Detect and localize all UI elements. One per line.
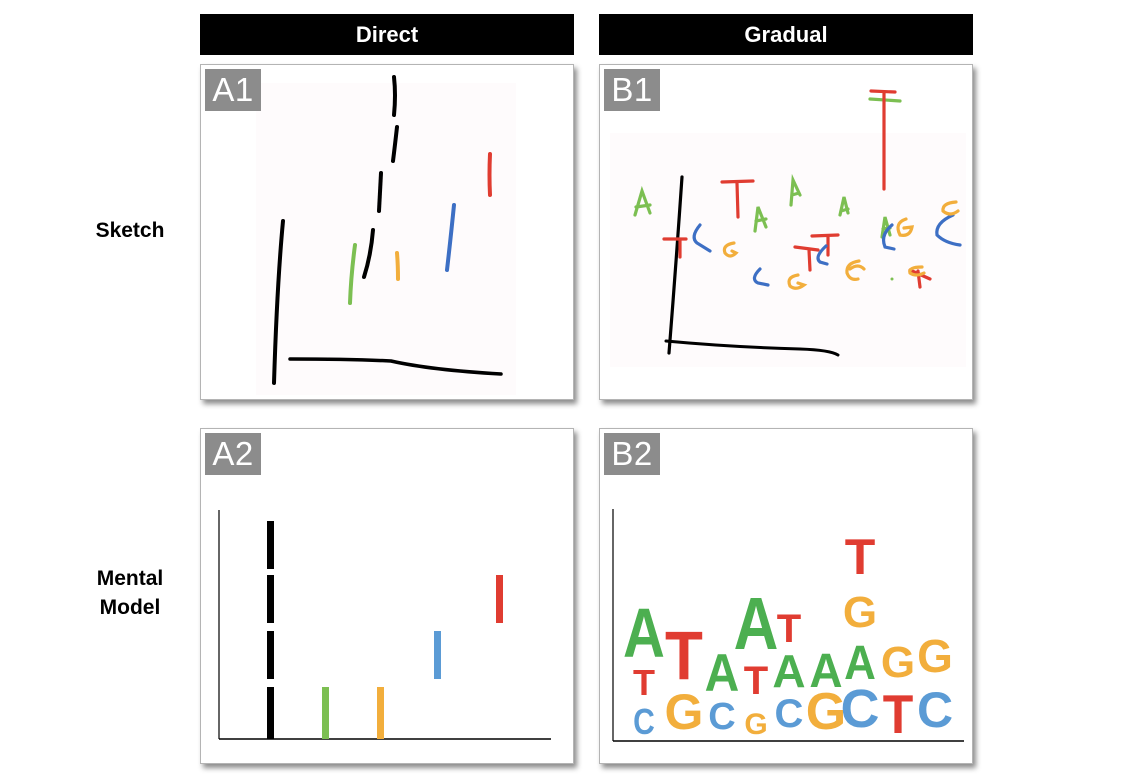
- svg-text:T: T: [845, 529, 876, 585]
- sketch-bar-chart: [256, 75, 516, 395]
- svg-text:T: T: [777, 607, 801, 651]
- svg-text:A: A: [844, 635, 876, 689]
- bar-segments-chart: [218, 510, 551, 740]
- svg-text:G: G: [881, 638, 915, 687]
- row-label-line-2: Model: [99, 596, 161, 619]
- svg-text:C: C: [917, 682, 953, 738]
- panel-b2-mental-model: C T A G T C A G T A C A T G A C A G T: [599, 428, 973, 764]
- sequence-logo: C T A G T C A G T A C A T G A C A G T: [612, 509, 964, 746]
- column-header-direct: Direct: [200, 14, 574, 55]
- panel-tag: B1: [604, 69, 660, 111]
- svg-text:A: A: [734, 582, 779, 666]
- svg-text:A: A: [623, 594, 665, 672]
- panel-a2-mental-model: A2: [200, 428, 574, 764]
- panel-b1-sketch: B1: [599, 64, 973, 400]
- column-header-gradual: Gradual: [599, 14, 973, 55]
- svg-text:A: A: [772, 645, 805, 697]
- svg-text:G: G: [665, 684, 704, 740]
- row-label-line-1: Mental: [96, 567, 164, 590]
- panel-tag: A1: [205, 69, 261, 111]
- panel-a1-sketch: A1: [200, 64, 574, 400]
- svg-text:C: C: [841, 679, 880, 739]
- svg-text:G: G: [917, 630, 953, 682]
- svg-text:C: C: [708, 696, 735, 738]
- panel-tag: B2: [604, 433, 660, 475]
- row-label-sketch: Sketch: [95, 219, 165, 242]
- svg-text:G: G: [806, 683, 846, 741]
- svg-text:A: A: [809, 643, 842, 697]
- row-label-mental-model: Mental Model: [30, 564, 230, 622]
- svg-text:G: G: [744, 708, 767, 741]
- svg-text:T: T: [883, 684, 914, 746]
- svg-text:A: A: [705, 643, 740, 703]
- svg-text:T: T: [633, 662, 655, 703]
- bar-green: [322, 687, 329, 739]
- svg-text:C: C: [775, 692, 804, 736]
- sketch-sequence-logo: [610, 89, 966, 367]
- svg-text:C: C: [633, 702, 655, 742]
- svg-text:T: T: [744, 659, 768, 703]
- bar-orange: [377, 687, 384, 739]
- bar-red: [496, 575, 503, 623]
- bar-blue: [434, 631, 441, 679]
- panel-tag: A2: [205, 433, 261, 475]
- bar-black: [267, 521, 274, 739]
- svg-text:T: T: [665, 617, 703, 693]
- svg-text:G: G: [843, 588, 877, 637]
